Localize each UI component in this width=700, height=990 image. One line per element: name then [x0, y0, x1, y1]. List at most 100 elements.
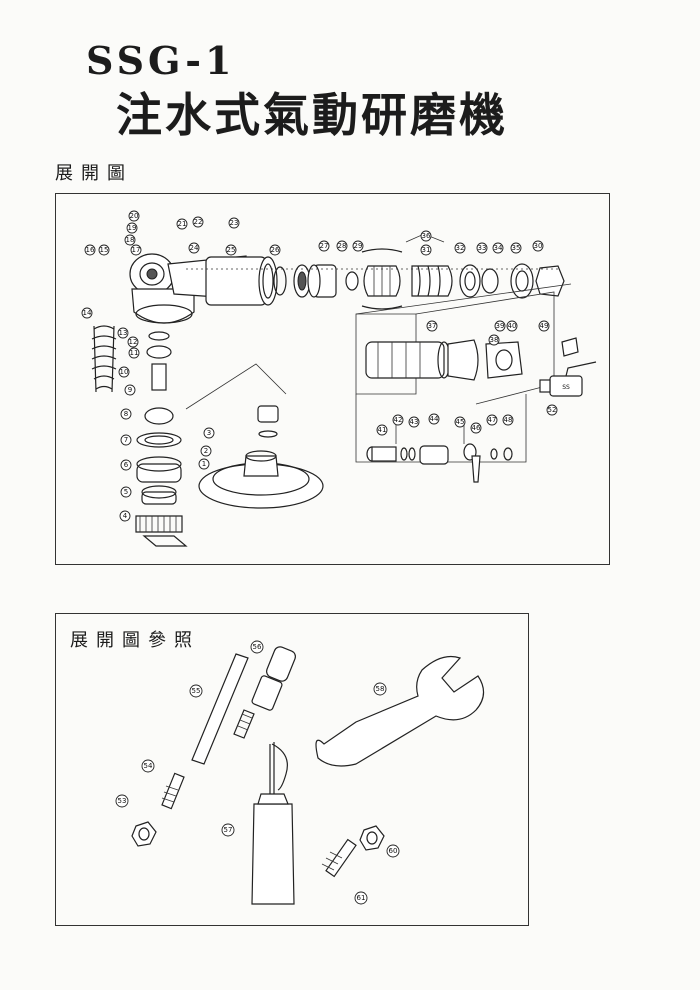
callout: 41: [376, 424, 388, 436]
rotor-assembly: [186, 233, 572, 315]
reference-panel: 53 54 55 56 57 58 60 61 展開圖參照: [55, 613, 529, 926]
callout: 54: [141, 759, 155, 773]
svg-text:37: 37: [428, 322, 437, 330]
callout: 5: [120, 486, 132, 498]
svg-text:20: 20: [130, 212, 139, 220]
callout: 28: [336, 240, 348, 252]
svg-text:14: 14: [83, 309, 92, 317]
callout: 49: [538, 320, 550, 332]
callout: 20: [128, 210, 140, 222]
callout: 42: [392, 414, 404, 426]
svg-text:54: 54: [144, 762, 153, 770]
reference-drawing: 53 54 55 56 57 58 60 61: [115, 640, 485, 905]
callout: 13: [117, 327, 129, 339]
svg-text:61: 61: [357, 894, 366, 902]
callout: 38: [488, 334, 500, 346]
svg-text:24: 24: [190, 244, 199, 252]
svg-text:48: 48: [504, 416, 513, 424]
hex-nut-right: [359, 825, 385, 851]
svg-text:15: 15: [100, 246, 109, 254]
svg-text:39: 39: [496, 322, 505, 330]
callout: 26: [269, 244, 281, 256]
callout: 58: [373, 682, 387, 696]
svg-text:27: 27: [320, 242, 329, 250]
model-number: SSG-1: [86, 38, 236, 83]
throttle-housing: [355, 291, 555, 405]
svg-text:55: 55: [192, 687, 201, 695]
hex-nut-left: [131, 821, 157, 847]
svg-text:13: 13: [119, 329, 128, 337]
callout: 21: [176, 218, 188, 230]
callout: 29: [352, 240, 364, 252]
svg-text:36: 36: [422, 232, 431, 240]
spanner-wrench: [315, 655, 485, 767]
svg-text:21: 21: [178, 220, 187, 228]
callout: 1: [198, 458, 210, 470]
svg-text:32: 32: [456, 244, 465, 252]
svg-text:29: 29: [354, 242, 363, 250]
extension-tube: [191, 653, 249, 765]
svg-text:18: 18: [126, 236, 135, 244]
svg-text:5: 5: [124, 488, 128, 496]
svg-text:16: 16: [86, 246, 95, 254]
callout: 48: [502, 414, 514, 426]
callout: 19: [126, 222, 138, 234]
svg-text:28: 28: [338, 242, 347, 250]
svg-text:57: 57: [224, 826, 233, 834]
exploded-view-drawing: SS 1 2 3 4 5 6 7 8 9: [81, 210, 597, 547]
callout: 53: [115, 794, 129, 808]
svg-text:56: 56: [253, 643, 262, 651]
svg-text:19: 19: [128, 224, 137, 232]
svg-text:45: 45: [456, 418, 465, 426]
callout: 46: [470, 422, 482, 434]
svg-text:43: 43: [410, 418, 419, 426]
water-adaptor: [233, 646, 296, 739]
callout: 2: [200, 445, 212, 457]
callout: 32: [454, 242, 466, 254]
exploded-view-panel: SS 1 2 3 4 5 6 7 8 9: [55, 193, 610, 565]
callout: 55: [189, 684, 203, 698]
svg-text:47: 47: [488, 416, 497, 424]
reference-section-label: 展開圖參照: [70, 630, 200, 651]
svg-text:34: 34: [494, 244, 503, 252]
callout: 23: [228, 217, 240, 229]
callout: 17: [130, 244, 142, 256]
svg-text:40: 40: [508, 322, 517, 330]
callout: 60: [386, 844, 400, 858]
svg-text:25: 25: [227, 246, 236, 254]
svg-text:44: 44: [430, 415, 439, 423]
svg-text:23: 23: [230, 219, 239, 227]
svg-text:35: 35: [512, 244, 521, 252]
svg-text:52: 52: [548, 406, 557, 414]
svg-text:SS: SS: [562, 384, 570, 391]
svg-text:42: 42: [394, 416, 403, 424]
callout: 8: [120, 408, 132, 420]
svg-text:1: 1: [202, 460, 206, 468]
callout: 30: [532, 240, 544, 252]
callout: 31: [420, 244, 432, 256]
svg-text:17: 17: [132, 246, 141, 254]
air-valve: SS: [539, 337, 597, 397]
callout: 12: [127, 336, 139, 348]
callout: 45: [454, 416, 466, 428]
callout: 15: [98, 244, 110, 256]
svg-text:49: 49: [540, 322, 549, 330]
callout: 10: [118, 366, 130, 378]
hose-barb-right: [321, 838, 357, 878]
callout: 24: [188, 242, 200, 254]
svg-text:2: 2: [204, 447, 208, 455]
svg-text:46: 46: [472, 424, 481, 432]
callout: 11: [128, 347, 140, 359]
reference-callouts: 53 54 55 56 57 58 60 61: [115, 640, 400, 905]
exploded-view-callouts: 1 2 3 4 5 6 7 8 9 10 11 12 13 14 15 16 1…: [81, 210, 558, 522]
callout: 4: [119, 510, 131, 522]
svg-text:3: 3: [207, 429, 211, 437]
callout: 16: [84, 244, 96, 256]
callout: 40: [506, 320, 518, 332]
callout: 47: [486, 414, 498, 426]
svg-text:30: 30: [534, 242, 543, 250]
trigger-assembly: [355, 394, 527, 483]
svg-text:31: 31: [422, 246, 431, 254]
callout: 18: [124, 234, 136, 246]
backing-pad: [185, 363, 324, 509]
